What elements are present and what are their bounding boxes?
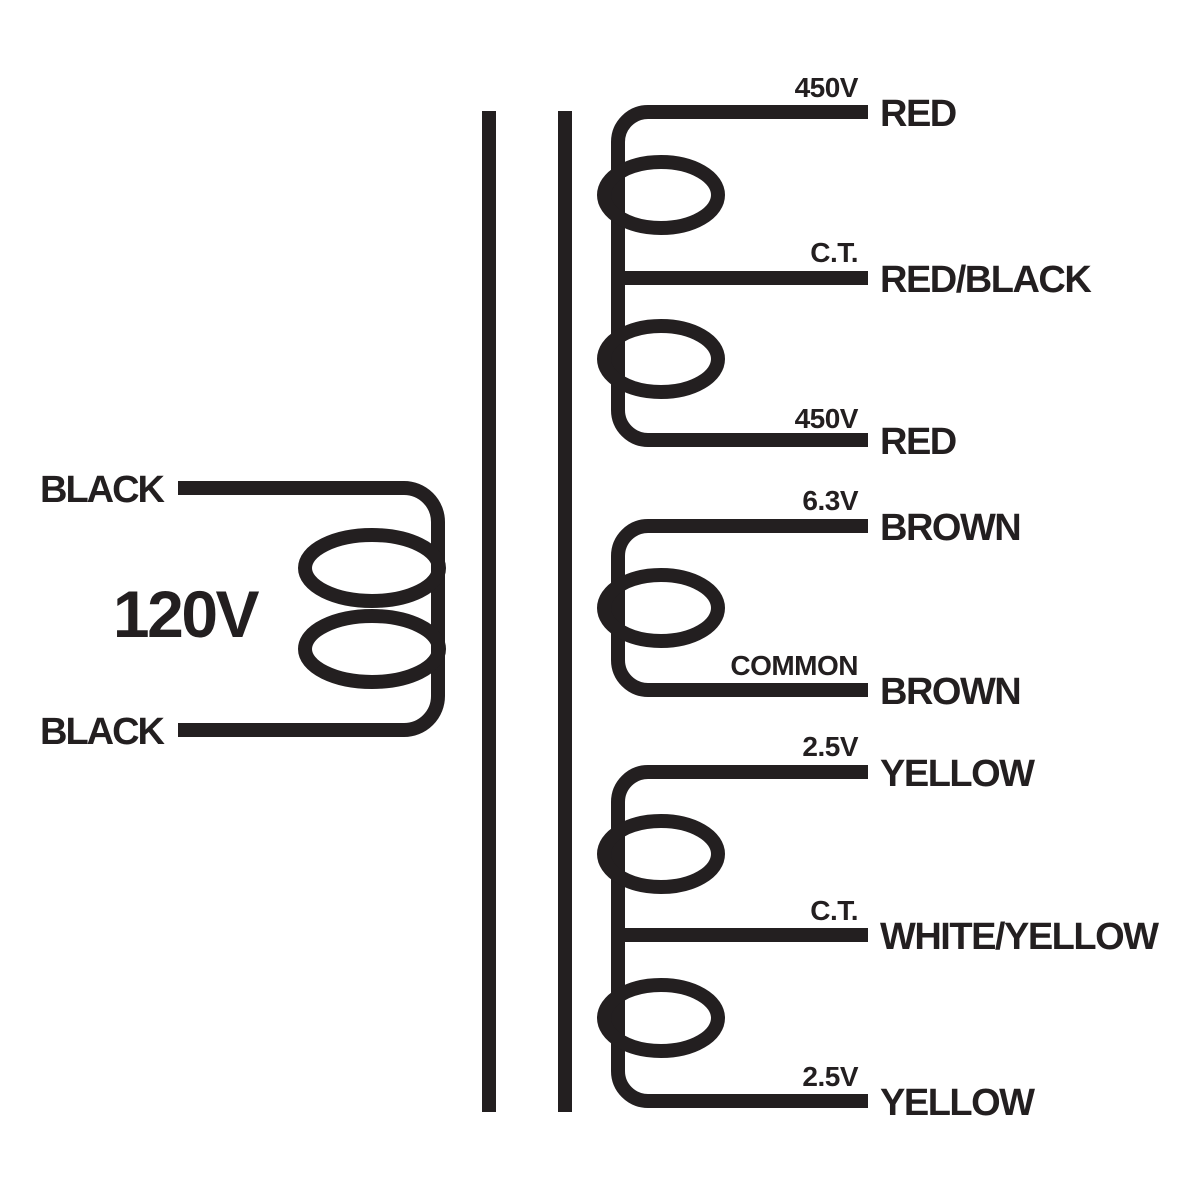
- tap-label-hv-bottom: 450V: [795, 403, 859, 434]
- wire-label-hv-center: RED/BLACK: [880, 259, 1092, 301]
- wire-label-2v-top: YELLOW: [880, 753, 1035, 795]
- tap-label-2v-center: C.T.: [810, 895, 858, 926]
- wiring-strokes: [178, 105, 868, 1112]
- hv-coil-loop-2: [597, 319, 725, 399]
- filament-6v-winding-path: [611, 519, 868, 697]
- primary-voltage-label: 120V: [113, 577, 260, 651]
- filament-2v-coil-loop-1: [597, 814, 725, 894]
- wire-label-hv-top: RED: [880, 93, 956, 135]
- tap-label-6v-common: COMMON: [730, 650, 858, 681]
- tap-label-2v-top: 2.5V: [802, 731, 858, 762]
- labels: BLACK 120V BLACK 450V C.T. 450V RED RED/…: [40, 72, 1161, 1124]
- primary-winding-path: [178, 481, 445, 737]
- primary-coil-loop-1: [298, 528, 446, 608]
- tap-label-6v-top: 6.3V: [802, 485, 858, 516]
- wire-label-2v-bottom: YELLOW: [880, 1082, 1035, 1124]
- wire-label-6v-common: BROWN: [880, 671, 1020, 713]
- hv-coil-loop-1: [597, 155, 725, 235]
- primary-coil-loop-2: [298, 609, 446, 689]
- wire-label-2v-center: WHITE/YELLOW: [880, 916, 1159, 958]
- primary-lead-label-top: BLACK: [40, 469, 166, 511]
- wire-label-6v-top: BROWN: [880, 507, 1020, 549]
- filament-6v-coil-loop: [597, 568, 725, 648]
- tap-label-2v-bottom: 2.5V: [802, 1061, 858, 1092]
- wire-label-hv-bottom: RED: [880, 421, 956, 463]
- tap-label-hv-center: C.T.: [810, 237, 858, 268]
- tap-label-hv-top: 450V: [795, 72, 859, 103]
- filament-2v-coil-loop-2: [597, 978, 725, 1058]
- primary-lead-label-bottom: BLACK: [40, 711, 166, 753]
